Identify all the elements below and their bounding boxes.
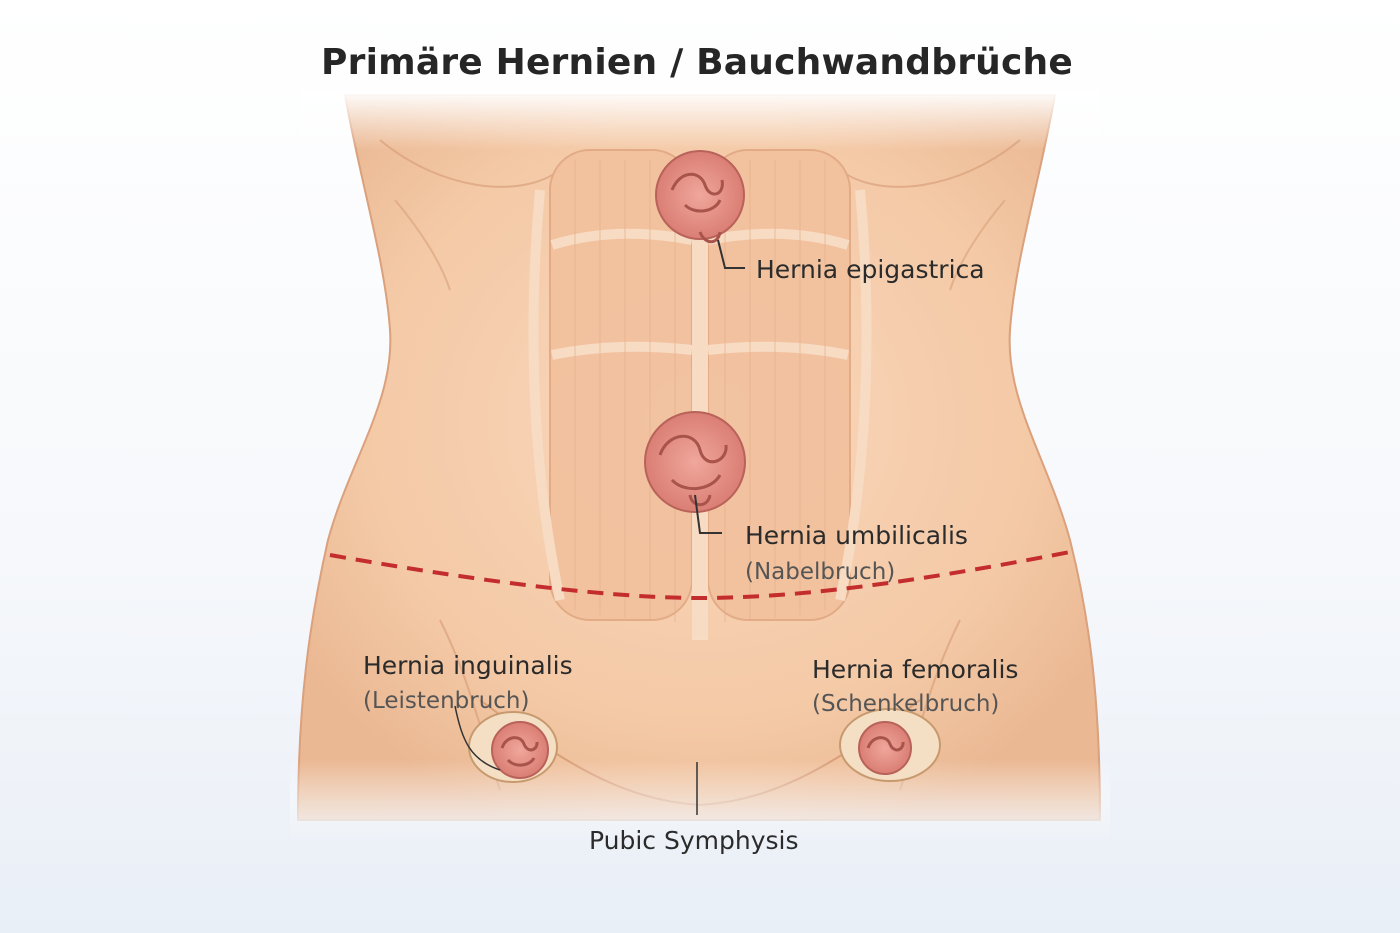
right-rib-curve — [839, 139, 1021, 188]
label-schenkelbruch: (Schenkelbruch) — [812, 691, 1000, 717]
hernia-epigastrica-graphic — [655, 150, 745, 244]
right-oblique-muscle — [949, 199, 1006, 291]
dashed-line — [329, 550, 1071, 601]
muscle-fibres — [574, 160, 826, 622]
epigastrica-leader — [717, 239, 745, 269]
label-nabelbruch: (Nabelbruch) — [745, 559, 896, 585]
label-hernia-inguinalis: Hernia inguinalis — [363, 651, 573, 680]
label-hernia-umbilicalis: Hernia umbilicalis — [745, 521, 968, 550]
bottom-fade — [290, 760, 1110, 840]
hernia-umbilicalis-graphic — [644, 411, 746, 513]
hernia-femoralis-graphic — [839, 708, 941, 782]
label-hernia-femoralis: Hernia femoralis — [812, 655, 1019, 684]
label-leistenbruch: (Leistenbruch) — [363, 688, 530, 714]
left-rib-curve — [379, 139, 561, 188]
top-fade — [300, 90, 1100, 150]
inguinalis-leader — [454, 705, 501, 771]
label-hernia-epigastrica: Hernia epigastrica — [756, 255, 985, 284]
page-title: Primäre Hernien / Bauchwandbrüche — [321, 42, 1073, 83]
label-pubic-symphysis: Pubic Symphysis — [589, 826, 799, 855]
umbilicalis-leader — [694, 494, 722, 534]
left-oblique-muscle — [394, 199, 451, 291]
hernia-inguinalis-graphic — [468, 711, 558, 783]
